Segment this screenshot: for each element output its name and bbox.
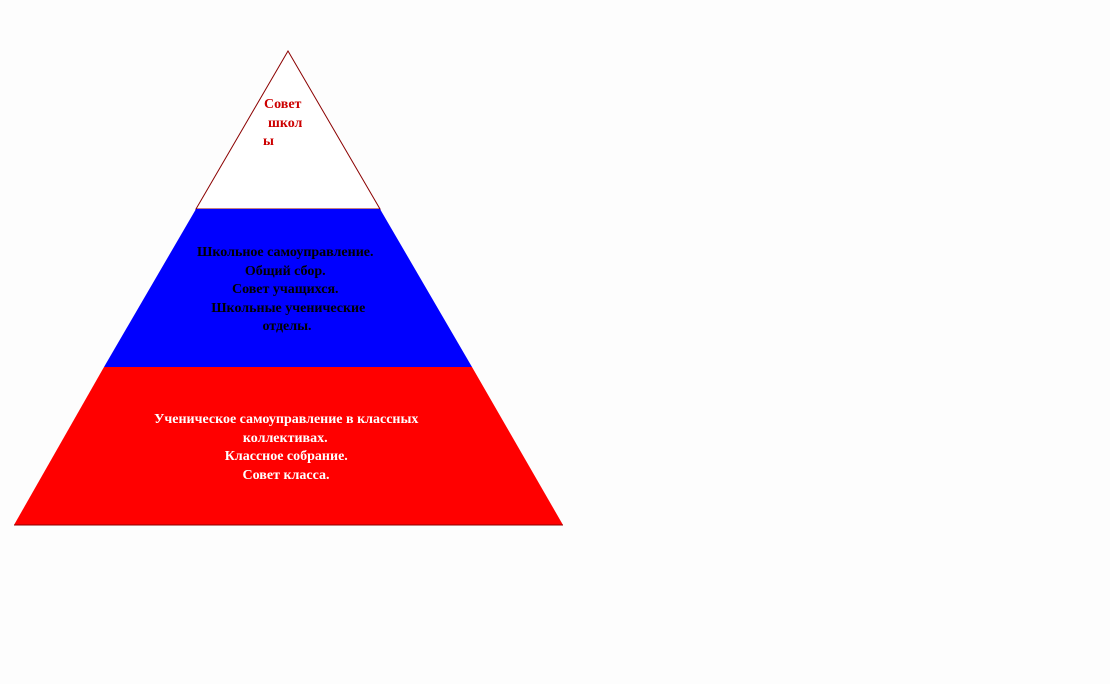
pyramid-bottom-tier xyxy=(14,367,563,525)
bottom-tier-line: Классное собрание. xyxy=(225,449,348,464)
middle-tier-line: отделы. xyxy=(262,319,311,334)
middle-tier-line: Общий сбор. xyxy=(245,264,326,279)
bottom-tier-line: Совет класса. xyxy=(243,468,330,483)
middle-tier-label: Школьное самоуправление. Общий сбор. Сов… xyxy=(197,245,377,334)
bottom-tier-label: Ученическое самоуправление в классных ко… xyxy=(154,412,422,483)
pyramid-middle-tier xyxy=(104,209,472,367)
top-tier-line: школ xyxy=(268,116,303,131)
bottom-tier-line: коллективах. xyxy=(243,431,328,446)
top-tier-line: ы xyxy=(263,134,274,149)
middle-tier-line: Школьное самоуправление. xyxy=(197,245,373,260)
middle-tier-line: Школьные ученические xyxy=(211,301,365,316)
top-tier-line: Совет xyxy=(264,97,302,112)
bottom-tier-line: Ученическое самоуправление в классных xyxy=(154,412,418,427)
middle-tier-line: Совет учащихся. xyxy=(232,282,339,297)
top-tier-label: Совет школ ы xyxy=(263,97,306,149)
